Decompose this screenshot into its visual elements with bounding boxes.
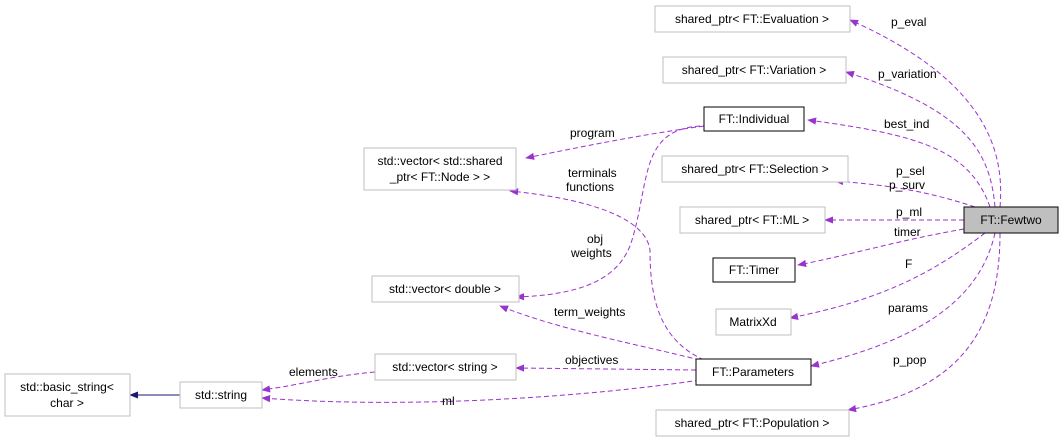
label-weights: weights [570, 246, 612, 260]
label-params: params [888, 301, 928, 315]
node-ml-label: shared_ptr< FT::ML > [695, 213, 809, 227]
node-eval[interactable]: shared_ptr< FT::Evaluation > [654, 5, 851, 33]
node-timer-label: FT::Timer [729, 263, 779, 277]
node-vector-string[interactable]: std::vector< string > [374, 353, 517, 381]
edge-best-ind [807, 117, 991, 208]
node-string[interactable]: std::string [179, 381, 263, 409]
label-term-weights: term_weights [554, 305, 625, 319]
node-selection-label: shared_ptr< FT::Selection > [681, 162, 828, 176]
node-variation-label: shared_ptr< FT::Variation > [682, 63, 827, 77]
node-population[interactable]: shared_ptr< FT::Population > [655, 409, 850, 437]
edge-p-variation [845, 71, 996, 208]
node-selection[interactable]: shared_ptr< FT::Selection > [661, 155, 849, 183]
edge-timer [797, 228, 965, 268]
label-terminals: terminals [568, 166, 617, 180]
label-p-sel: p_sel [896, 164, 925, 178]
label-ml: ml [442, 394, 455, 408]
edges [129, 19, 1002, 413]
node-eval-label: shared_ptr< FT::Evaluation > [675, 12, 829, 26]
edge-F [789, 232, 986, 320]
label-best-ind: best_ind [884, 117, 929, 131]
label-functions: functions [566, 180, 614, 194]
edge-p-sel [834, 177, 976, 208]
edge-labels: p_eval p_variation best_ind p_sel p_surv… [289, 15, 937, 408]
node-vector-double[interactable]: std::vector< double > [371, 275, 520, 303]
edge-elements [261, 371, 376, 393]
node-ml[interactable]: shared_ptr< FT::ML > [679, 206, 826, 234]
label-F: F [905, 257, 912, 271]
edge-p-pop [847, 232, 1001, 413]
node-individual-label: FT::Individual [719, 112, 790, 126]
label-p-surv: p_surv [889, 178, 925, 192]
node-fewtwo[interactable]: FT::Fewtwo [963, 206, 1059, 234]
edge-p-eval [849, 19, 1002, 208]
node-timer[interactable]: FT::Timer [712, 257, 796, 283]
node-vector-node[interactable]: std::vector< std::shared _ptr< FT::Node … [363, 147, 517, 191]
node-basic-string-label-1: std::basic_string< [20, 380, 114, 394]
node-vector-node-label-2: _ptr< FT::Node > > [389, 170, 490, 184]
edge-terminals-functions [509, 188, 705, 361]
label-p-ml: p_ml [896, 205, 922, 219]
edge-objectives [515, 364, 697, 372]
node-basic-string-label-2: char > [50, 396, 84, 410]
label-objectives: objectives [565, 353, 618, 367]
edge-ml [261, 379, 701, 403]
label-program: program [570, 126, 615, 140]
label-obj: obj [587, 232, 603, 246]
node-fewtwo-label: FT::Fewtwo [980, 213, 1042, 227]
label-p-pop: p_pop [893, 353, 927, 367]
node-variation[interactable]: shared_ptr< FT::Variation > [662, 56, 847, 84]
node-vector-double-label: std::vector< double > [389, 282, 501, 296]
edge-params [810, 232, 996, 368]
node-parameters[interactable]: FT::Parameters [695, 358, 812, 386]
node-basic-string[interactable]: std::basic_string< char > [4, 373, 131, 417]
node-vector-string-label: std::vector< string > [392, 360, 497, 374]
node-matrixxd[interactable]: MatrixXd [715, 308, 792, 336]
node-population-label: shared_ptr< FT::Population > [675, 416, 830, 430]
label-p-variation: p_variation [878, 67, 937, 81]
label-p-eval: p_eval [891, 15, 926, 29]
node-vector-node-label-1: std::vector< std::shared [377, 154, 502, 168]
node-individual[interactable]: FT::Individual [703, 106, 805, 132]
node-matrixxd-label: MatrixXd [729, 315, 776, 329]
label-elements: elements [289, 365, 338, 379]
edge-program [525, 125, 705, 160]
node-parameters-label: FT::Parameters [712, 365, 794, 379]
edge-obj-weights [515, 125, 701, 301]
label-timer: timer [894, 225, 921, 239]
node-string-label: std::string [195, 388, 247, 402]
